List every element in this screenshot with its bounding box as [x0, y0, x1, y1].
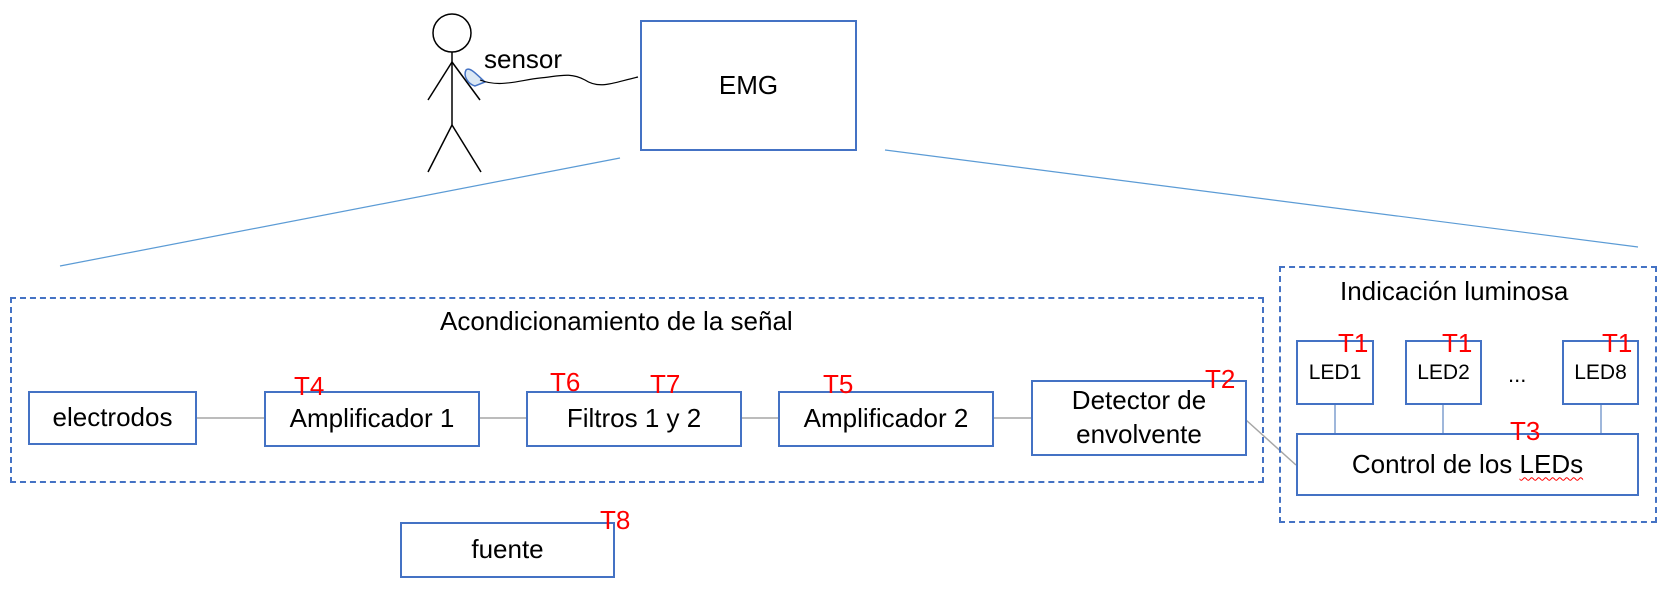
filtros-label: Filtros 1 y 2: [566, 403, 702, 434]
sensor-label: sensor: [484, 44, 563, 74]
sensor-cable: [479, 74, 639, 86]
amplificador1-label: Amplificador 1: [289, 403, 455, 434]
led2-box: LED2: [1405, 340, 1482, 405]
tag-filtros-a: T6: [550, 367, 581, 397]
indicacion-title: Indicación luminosa: [1340, 276, 1569, 306]
tag-led2: T1: [1442, 328, 1473, 358]
connector-detector-control: [1245, 419, 1297, 466]
control-leds-word: LEDs: [1519, 448, 1584, 479]
emg-box: EMG: [640, 20, 857, 151]
fuente-label: fuente: [471, 534, 544, 565]
led2-label: LED2: [1417, 360, 1470, 384]
led8-box: LED8: [1562, 340, 1639, 405]
tag-led8: T1: [1602, 328, 1633, 358]
detector-box: Detector de envolvente: [1031, 380, 1247, 456]
led-ellipsis: ...: [1508, 362, 1527, 387]
tag-control-leds: T3: [1510, 416, 1541, 446]
detector-label-line2: envolvente: [1076, 419, 1202, 449]
person-icon: [427, 13, 482, 173]
electrodos-label: electrodos: [52, 402, 173, 433]
tag-detector: T2: [1205, 364, 1236, 394]
control-leds-box: Control de los LEDs: [1296, 433, 1639, 496]
control-leds-label: Control de los LEDs: [1352, 448, 1583, 482]
tag-amplificador1: T4: [294, 371, 325, 401]
led8-label: LED8: [1574, 360, 1627, 384]
control-leds-prefix: Control de los: [1351, 448, 1520, 479]
fuente-box: fuente: [400, 522, 615, 578]
acondicionamiento-title: Acondicionamiento de la señal: [440, 306, 793, 336]
zoom-line-left: [59, 157, 621, 267]
indicacion-group: [1279, 266, 1657, 523]
acondicionamiento-group: [10, 297, 1264, 483]
filtros-box: Filtros 1 y 2: [526, 391, 742, 447]
electrodos-box: electrodos: [28, 391, 197, 445]
amplificador1-box: Amplificador 1: [264, 391, 480, 447]
tag-led1: T1: [1338, 328, 1369, 358]
led1-box: LED1: [1296, 340, 1374, 405]
amplificador2-box: Amplificador 2: [778, 391, 994, 447]
sensor-icon: [464, 68, 487, 87]
amplificador2-label: Amplificador 2: [803, 403, 969, 434]
tag-fuente: T8: [600, 505, 631, 535]
detector-label-line1: Detector de: [1071, 385, 1207, 416]
zoom-line-right: [884, 149, 1639, 248]
led1-label: LED1: [1308, 360, 1362, 384]
emg-label: EMG: [718, 69, 779, 100]
tag-filtros-b: T7: [650, 369, 681, 399]
tag-amplificador2: T5: [823, 369, 854, 399]
